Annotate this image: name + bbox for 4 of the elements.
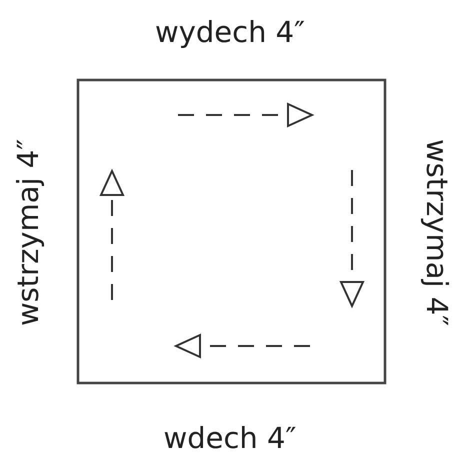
phase-label: wdech 4″ (164, 424, 296, 452)
side-label: wstrzymaj 4″ (14, 138, 43, 326)
side-label: wstrzymaj 4″ (422, 138, 451, 326)
phase-label: wydech 4″ (155, 18, 305, 46)
